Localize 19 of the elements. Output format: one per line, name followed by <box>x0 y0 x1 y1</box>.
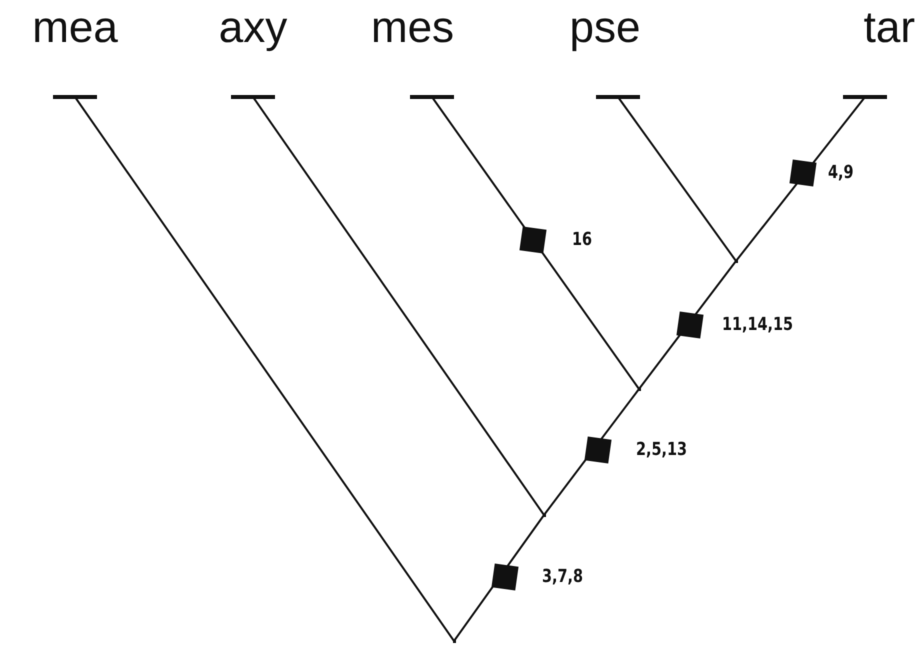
character-numbers: 11,14,15 <box>722 314 794 335</box>
character-numbers: 16 <box>572 229 592 250</box>
taxon-label: axy <box>218 6 288 50</box>
branch-line <box>229 95 545 516</box>
branch-point <box>734 260 738 262</box>
branch-point <box>638 388 640 390</box>
character-numbers: 3,7,8 <box>542 566 583 587</box>
branch-line <box>735 95 889 262</box>
branch-point <box>542 514 546 516</box>
branch-line <box>594 95 737 262</box>
taxon-label: pse <box>568 6 642 50</box>
branch-line <box>408 95 640 390</box>
taxon-label: tar <box>862 6 915 50</box>
taxon-label: mes <box>370 6 456 50</box>
character-numbers: 4,9 <box>828 162 854 183</box>
branch-point <box>452 640 456 642</box>
taxon-label: mea <box>31 6 119 50</box>
branch-line <box>51 95 455 642</box>
character-numbers: 2,5,13 <box>636 439 688 460</box>
